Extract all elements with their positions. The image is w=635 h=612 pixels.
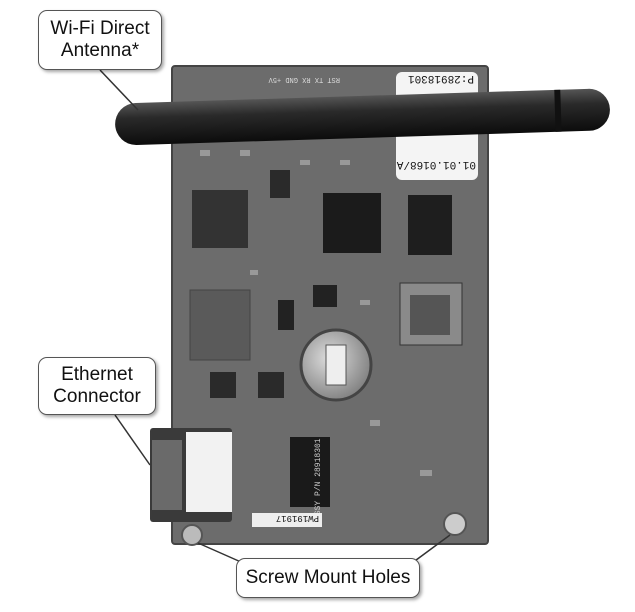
antenna-callout: Wi-Fi Direct Antenna* bbox=[38, 10, 162, 70]
wifi-module bbox=[192, 190, 248, 248]
firmware-text: 01.01.0168/A bbox=[396, 158, 476, 170]
memory-chip bbox=[408, 195, 452, 255]
processor-chip bbox=[323, 193, 381, 253]
part-number-text: P:28918301 bbox=[408, 72, 474, 84]
pin-labels: RST TX RX GND +5V bbox=[268, 75, 340, 83]
screw-hole-right bbox=[443, 512, 467, 536]
wifi-antenna bbox=[115, 88, 610, 146]
ethernet-callout-line2: Connector bbox=[53, 386, 141, 407]
screw-hole-left bbox=[181, 524, 203, 546]
antenna-callout-line2: Antenna* bbox=[60, 40, 140, 61]
assy-text: ASSY P/N 28918301 bbox=[314, 438, 323, 520]
serial-text: PW191917 bbox=[276, 513, 319, 523]
ethernet-callout: Ethernet Connector bbox=[38, 357, 156, 415]
screws-callout: Screw Mount Holes bbox=[236, 558, 420, 598]
screws-callout-label: Screw Mount Holes bbox=[245, 567, 411, 588]
ethernet-callout-line1: Ethernet bbox=[61, 364, 133, 385]
antenna-callout-line1: Wi-Fi Direct bbox=[50, 18, 150, 39]
